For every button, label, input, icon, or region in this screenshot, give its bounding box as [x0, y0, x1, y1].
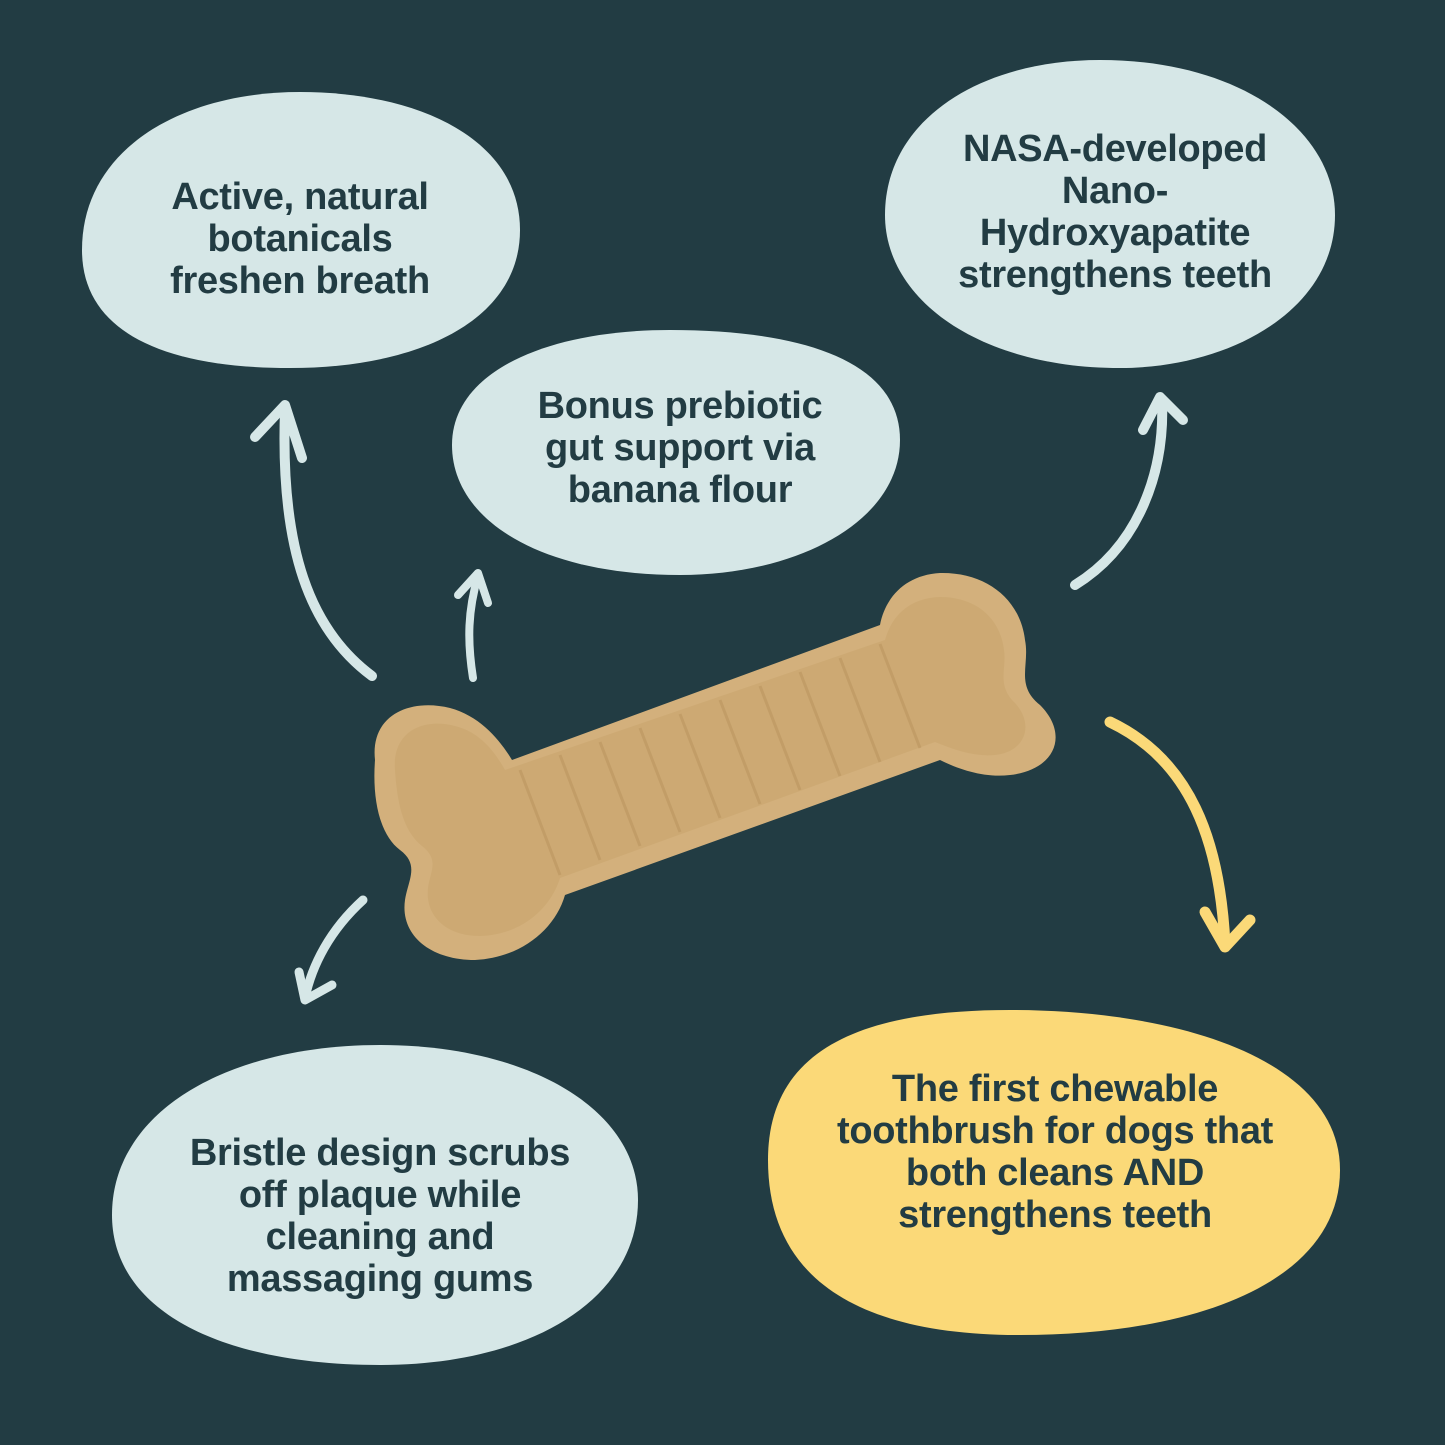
bubble-prebiotic-text: Bonus prebiotic gut support via banana f… — [537, 385, 823, 511]
arrow-to-bristle-icon — [294, 895, 368, 1005]
bubble-nano-shape — [885, 60, 1335, 368]
bubble-first-text: The first chewable toothbrush for dogs t… — [836, 1068, 1274, 1236]
bubble-botanicals-text: Active, natural botanicals freshen breat… — [170, 176, 430, 302]
arrow-to-nano-icon — [1070, 392, 1188, 590]
bubble-nano-text: NASA-developed Nano- Hydroxyapatite stre… — [958, 128, 1272, 296]
bubble-bristle-text: Bristle design scrubs off plaque while c… — [189, 1132, 571, 1300]
bubble-prebiotic-shape — [452, 330, 900, 575]
dog-chew-bone-image — [374, 572, 1056, 960]
arrow-to-botanicals-icon — [250, 400, 377, 681]
bubble-bristle-shape — [112, 1045, 638, 1365]
arrow-to-prebiotic-icon — [454, 569, 492, 682]
bubble-botanicals-shape — [82, 92, 520, 368]
arrow-to-first-icon — [1104, 716, 1256, 953]
bubble-first-shape — [768, 1010, 1340, 1335]
